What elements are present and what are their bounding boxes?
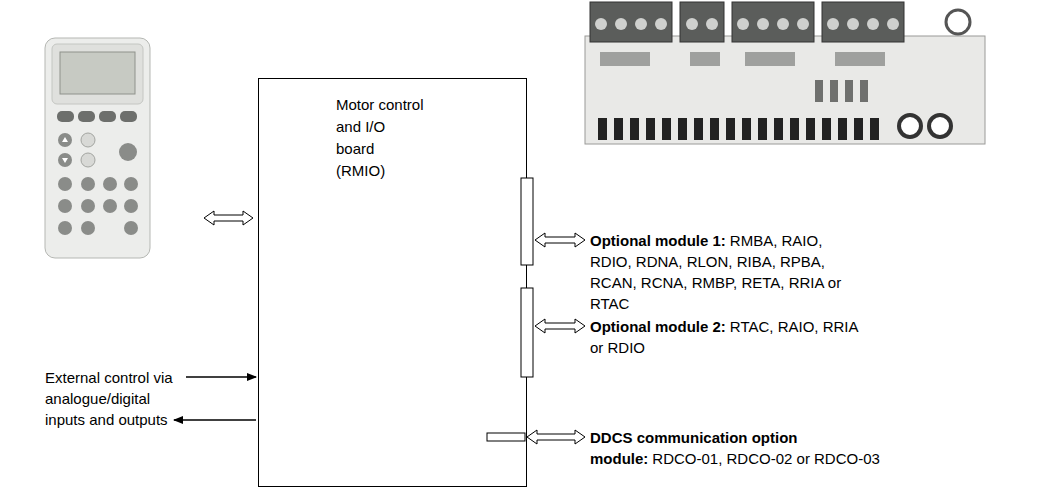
option-slots (487, 178, 533, 441)
box-right-edge (526, 78, 527, 487)
module-list-block: Optional module 2:RTAC, RAIO, RRIA or RD… (590, 316, 872, 358)
module-list-block: DDCS communication option module:RDCO-01… (590, 427, 890, 469)
module-heading: Optional module 1: (590, 232, 726, 249)
board-box: Motor control and I/O board (RMIO) (258, 78, 527, 487)
signal-note-block: External control via analogue/digital in… (45, 367, 183, 430)
signal-note: External control via analogue/digital in… (45, 369, 173, 428)
io-module-illustration (585, 2, 985, 144)
signal-arrows (174, 377, 256, 420)
module-heading: Optional module 2: (590, 318, 726, 335)
box-edge (526, 78, 527, 487)
control-panel-illustration (45, 38, 150, 258)
box-title: Motor control and I/O board (RMIO) (336, 94, 426, 182)
module-list-block: Optional module 1:RMBA, RAIO, RDIO, RDNA… (590, 230, 852, 314)
module-list: RDCO-01, RDCO-02 or RDCO-03 (652, 450, 880, 467)
